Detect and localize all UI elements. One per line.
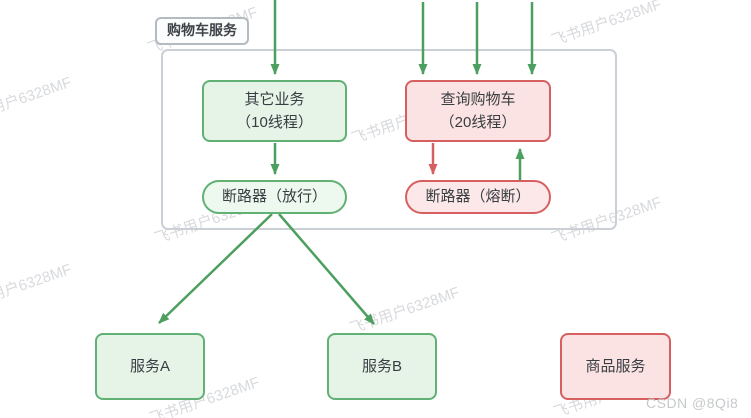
node-service-b-label: 服务B <box>361 358 402 375</box>
cart-service-label: 购物车服务 <box>155 17 249 45</box>
node-other-business: 其它业务 （10线程） <box>202 80 347 142</box>
csdn-credit: CSDN @8Qi8 <box>646 395 739 411</box>
node-breaker-fuse: 断路器（熔断） <box>405 180 551 214</box>
node-other-business-line1: 其它业务 <box>244 91 305 108</box>
node-product-service-label: 商品服务 <box>585 358 646 375</box>
node-breaker-fuse-label: 断路器（熔断） <box>425 188 531 205</box>
node-breaker-pass: 断路器（放行） <box>202 180 347 214</box>
cart-service-boundary <box>161 49 617 230</box>
arrow-pass-to-service-a <box>158 213 273 324</box>
node-query-cart-line2: （20线程） <box>439 114 517 131</box>
arrow-pass-to-service-b <box>278 213 375 325</box>
node-query-cart: 查询购物车 （20线程） <box>405 80 551 142</box>
node-product-service: 商品服务 <box>560 333 671 400</box>
node-service-a-label: 服务A <box>129 358 170 375</box>
node-query-cart-line1: 查询购物车 <box>440 91 516 108</box>
node-breaker-pass-label: 断路器（放行） <box>221 188 327 205</box>
node-service-b: 服务B <box>327 333 437 400</box>
node-service-a: 服务A <box>95 333 205 400</box>
node-other-business-line2: （10线程） <box>236 114 313 131</box>
